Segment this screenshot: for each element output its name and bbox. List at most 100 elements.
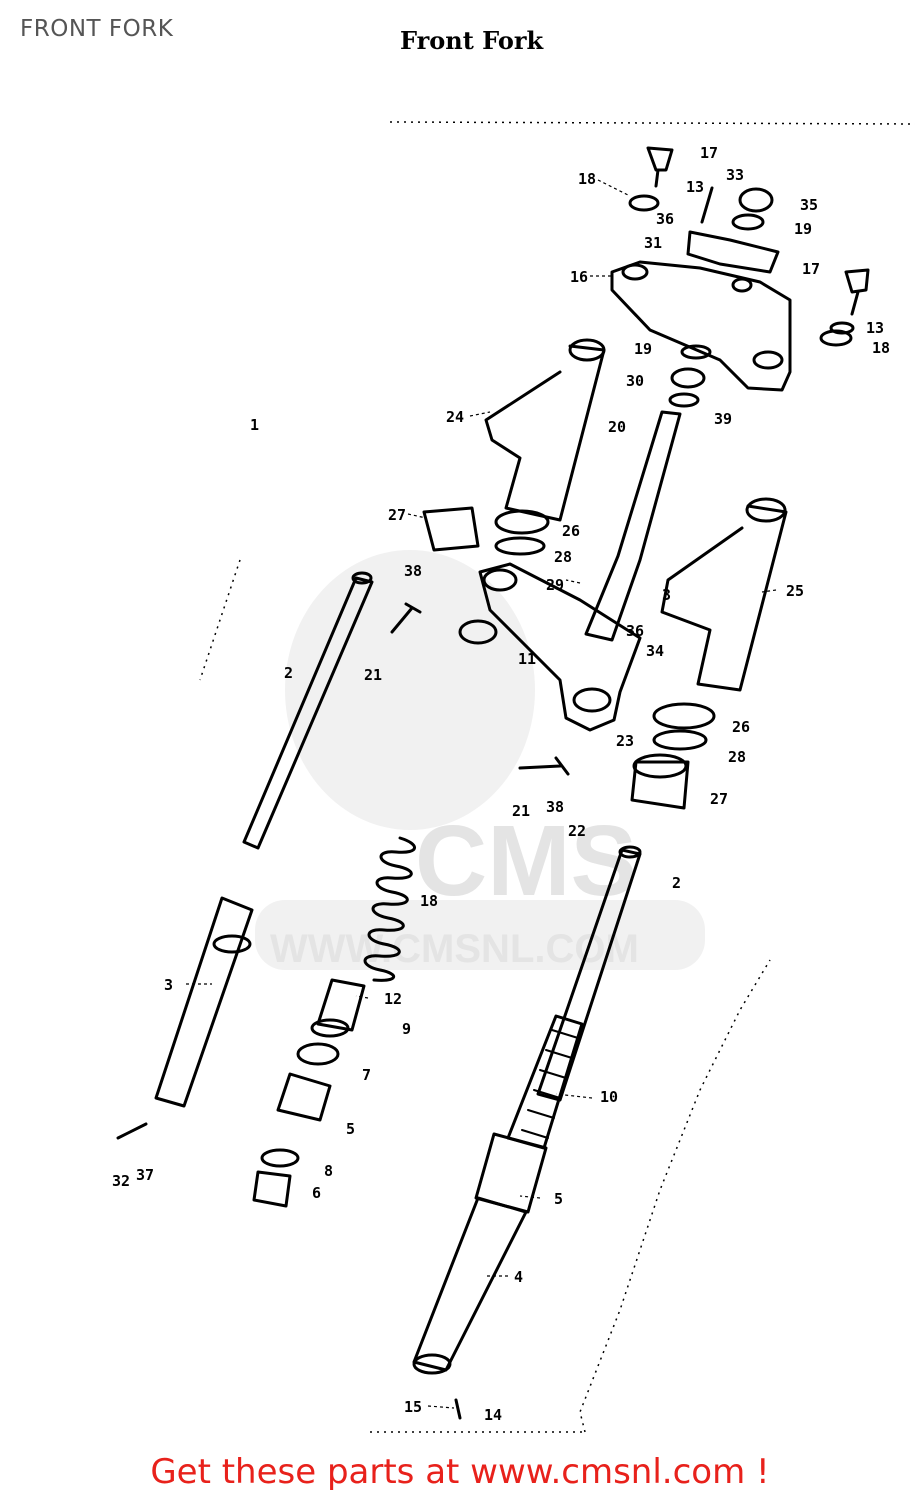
callout-18-top: 18 <box>578 170 596 188</box>
callout-13-top: 13 <box>686 178 704 196</box>
callout-28-b: 28 <box>728 748 746 766</box>
callout-6: 6 <box>312 1184 321 1202</box>
seal-27-right-top <box>632 753 688 779</box>
inner-tube-part-2-left <box>242 576 374 850</box>
callout-12: 12 <box>384 990 402 1008</box>
callout-24: 24 <box>446 408 464 426</box>
washer-part-19-stem <box>680 344 712 360</box>
left-guide-line <box>199 559 241 681</box>
callout-17-right: 17 <box>802 260 820 278</box>
nut-part-30 <box>670 367 706 389</box>
piston-part-12 <box>316 978 366 1032</box>
callout-3-right: 3 <box>662 586 671 604</box>
callout-14: 14 <box>484 1406 502 1424</box>
get-parts-link[interactable]: Get these parts at www.cmsnl.com ! <box>150 1452 770 1492</box>
nut-part-35 <box>738 187 774 213</box>
top-bridge-hole-center <box>731 277 753 293</box>
callout-22: 22 <box>568 822 586 840</box>
watermark-banner <box>255 900 705 970</box>
washer-part-39 <box>668 392 700 408</box>
callout-18-spring: 18 <box>420 892 438 910</box>
top-bridge-hole-left <box>621 263 649 281</box>
bracket-25-top-cap <box>745 497 787 523</box>
headlight-bracket-part-24 <box>484 344 606 522</box>
washer-part-19-top <box>731 213 765 231</box>
watermark-url: WWW.CMSNL.COM <box>270 927 639 971</box>
callout-5-right: 5 <box>554 1190 563 1208</box>
callout-37: 37 <box>136 1166 154 1184</box>
top-guide-line <box>389 121 916 125</box>
callout-38-a: 38 <box>404 562 422 580</box>
leader-lines <box>186 179 777 1409</box>
callout-18-right: 18 <box>872 339 890 357</box>
steering-stem-part-20 <box>584 410 682 642</box>
callout-labels: 1 2 2 3 3 4 5 5 6 7 8 9 10 11 12 13 13 1… <box>112 144 890 1424</box>
outer-tube-4-foot <box>412 1353 452 1375</box>
callout-5-left: 5 <box>346 1120 355 1138</box>
collar-part-5-left <box>276 1072 332 1122</box>
callout-15: 15 <box>404 1398 422 1416</box>
callout-20: 20 <box>608 418 626 436</box>
callout-28-a: 28 <box>554 548 572 566</box>
callout-19-b: 19 <box>634 340 652 358</box>
diagram-title: Front Fork <box>400 26 544 55</box>
callout-4: 4 <box>514 1268 523 1286</box>
washer-part-8 <box>260 1148 300 1168</box>
ring-part-9 <box>310 1018 350 1038</box>
washer-part-18-top <box>628 194 660 212</box>
callout-25: 25 <box>786 582 804 600</box>
collar-part-5-right <box>474 1132 548 1214</box>
callout-23: 23 <box>616 732 634 750</box>
callout-3-left: 3 <box>164 976 173 994</box>
outer-tube-part-4 <box>412 1196 528 1372</box>
callout-35: 35 <box>800 196 818 214</box>
axle-bolt-part-14 <box>454 1398 462 1420</box>
callout-26-a: 26 <box>562 522 580 540</box>
right-guide-line <box>579 959 771 1433</box>
washer-part-28-left <box>494 536 546 556</box>
bolt-cap-part-11 <box>458 619 498 645</box>
bolt-part-33 <box>700 186 714 224</box>
callout-36-b: 36 <box>626 622 644 640</box>
callout-38-b: 38 <box>546 798 564 816</box>
callout-31: 31 <box>644 234 662 252</box>
callout-36-a: 36 <box>656 210 674 228</box>
seal-part-7 <box>296 1042 340 1066</box>
callout-11: 11 <box>518 650 536 668</box>
callout-32: 32 <box>112 1172 130 1190</box>
page-label: FRONT FORK <box>20 16 174 42</box>
watermark-brand: CMS <box>415 805 637 917</box>
callout-8: 8 <box>324 1162 333 1180</box>
bolt-part-21-lower <box>518 756 570 776</box>
lower-bracket-part-29 <box>478 562 642 732</box>
callout-34: 34 <box>646 642 664 660</box>
callout-13-right: 13 <box>866 319 884 337</box>
callout-1: 1 <box>250 416 259 434</box>
cms-watermark: CMS WWW.CMSNL.COM <box>255 550 705 971</box>
seal-part-27-left <box>422 506 480 552</box>
inner-tube-right-cap <box>618 845 642 859</box>
cushion-part-26-left <box>494 509 550 535</box>
top-bridge-part-16 <box>610 260 792 392</box>
callout-27-b: 27 <box>710 790 728 808</box>
outer-tube-part-3-left <box>154 896 254 1108</box>
callout-30-top: 30 <box>626 372 644 390</box>
washer-part-28-right <box>652 729 708 751</box>
cushion-part-26-right <box>652 702 716 730</box>
watermark-mascot-head <box>285 550 535 830</box>
callout-2-right: 2 <box>672 874 681 892</box>
callout-19-a: 19 <box>794 220 812 238</box>
top-bolt-part-17 <box>646 146 674 188</box>
callout-21-a: 21 <box>364 666 382 684</box>
seal-part-6 <box>252 1170 292 1208</box>
bracket-24-top-cap <box>568 338 606 362</box>
headlight-bracket-part-25 <box>660 504 788 692</box>
right-bolt-part-17 <box>844 268 870 316</box>
top-bridge-hole-right <box>752 350 784 370</box>
lower-bracket-hole-left <box>482 568 518 592</box>
callout-21-b: 21 <box>512 802 530 820</box>
outer-tube-3-band <box>212 934 252 954</box>
drain-screw-part-32 <box>116 1122 148 1140</box>
clamp-part-31 <box>686 230 780 274</box>
callout-27-a: 27 <box>388 506 406 524</box>
